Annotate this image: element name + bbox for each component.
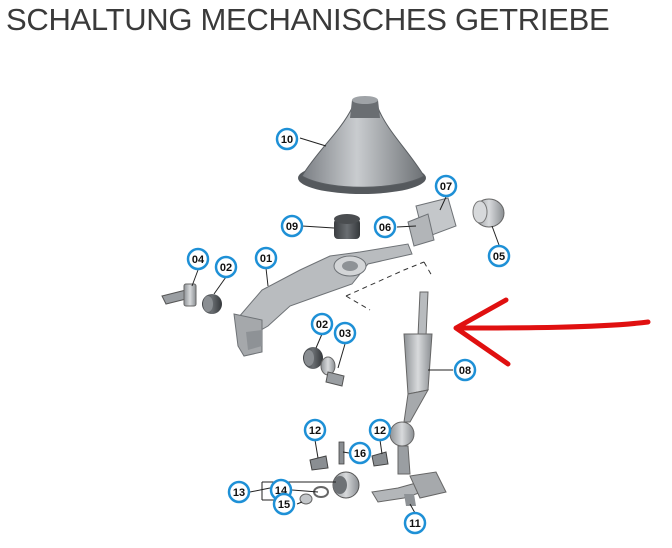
callout-label: 10 (281, 134, 293, 146)
callout-label: 08 (459, 365, 471, 377)
bolt-part-03 (320, 356, 345, 387)
callout-label: 07 (440, 181, 452, 193)
callout-01-shift-lever-arm: 01 (254, 246, 278, 270)
callout-label: 02 (316, 319, 328, 331)
callout-label: 09 (286, 221, 298, 233)
dashed-guide-lines (345, 261, 433, 311)
callout-label: 16 (354, 448, 366, 460)
callout-label: 12 (374, 425, 386, 437)
callout-03-bolt: 03 (333, 321, 357, 345)
callout-02-bushing: 02 (214, 255, 238, 279)
callout-12-clip: 12 (368, 418, 392, 442)
callout-05-bushing: 05 (487, 244, 511, 268)
callout-06-holder: 06 (373, 215, 397, 239)
bracket-part (407, 197, 457, 247)
callout-09-bearing-nut: 09 (280, 214, 304, 238)
bushing-part-05 (472, 198, 505, 228)
clip-part-12a (309, 455, 329, 471)
joint-part-13 (299, 471, 360, 505)
pin-part-16 (338, 441, 345, 465)
shift-boot-part (298, 96, 426, 194)
page-title: SCHALTUNG MECHANISCHES GETRIEBE (6, 2, 610, 37)
bolt-part-04 (161, 283, 197, 307)
callout-12-clip: 12 (303, 418, 327, 442)
shift-lever-arm-part (233, 243, 413, 357)
callout-16-pin: 16 (348, 441, 372, 465)
callout-11-selector-rod: 11 (403, 511, 427, 535)
callout-13-joint-assembly: 13 (227, 480, 251, 504)
red-pointer-arrow (453, 297, 651, 367)
callout-label: 13 (233, 487, 245, 499)
callout-08-gear-lever: 08 (453, 358, 477, 382)
callout-label: 05 (493, 251, 505, 263)
callout-label: 12 (309, 425, 321, 437)
callout-10-shift-boot: 10 (275, 127, 299, 151)
leader-lines (191, 137, 500, 514)
callout-label: 11 (409, 518, 421, 530)
callout-02-bushing: 02 (310, 312, 334, 336)
callout-label: 02 (220, 262, 232, 274)
callout-04-bolt: 04 (186, 247, 210, 271)
callout-15-washer: 15 (272, 492, 296, 516)
callout-label: 06 (379, 222, 391, 234)
callout-label: 15 (278, 499, 290, 511)
bushing-part-02b (303, 347, 323, 369)
gear-lever-part (389, 291, 433, 475)
bushing-part-02a (202, 294, 222, 314)
callout-label: 04 (192, 254, 205, 266)
bearing-nut-part (334, 214, 360, 239)
callout-07-bracket: 07 (434, 174, 458, 198)
clip-part-12b (371, 451, 389, 467)
selector-rod-part (371, 471, 447, 506)
callout-label: 01 (260, 253, 272, 265)
callout-label: 03 (339, 328, 351, 340)
